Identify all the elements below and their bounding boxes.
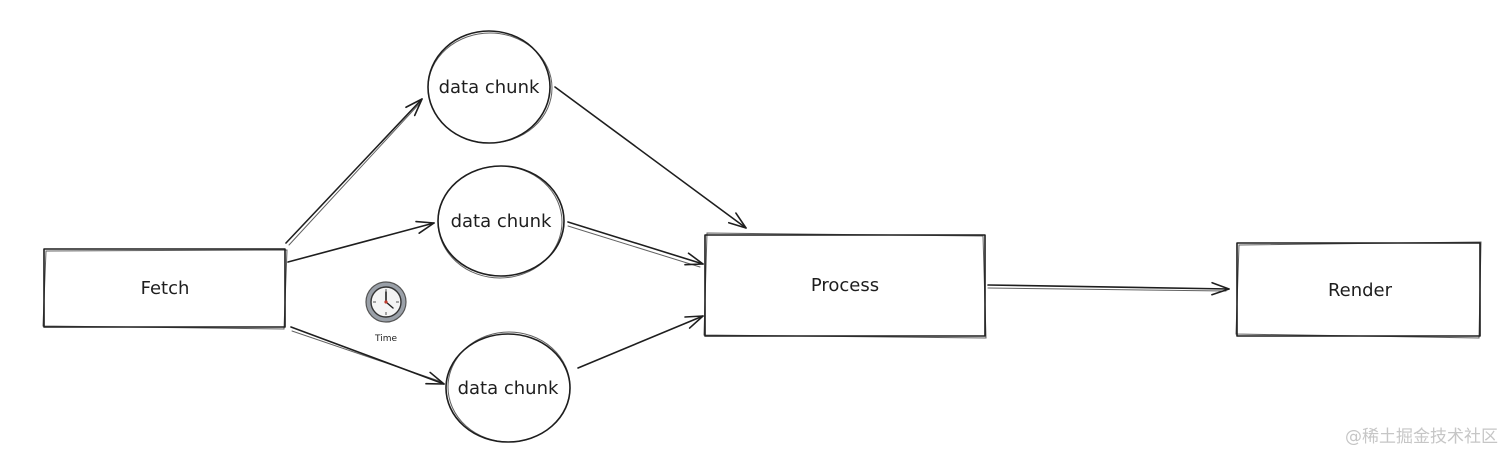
data-chunk-middle-node: data chunk: [437, 165, 565, 279]
process-node: Process: [703, 232, 987, 339]
arrow-fetch-to-chunk-middle: [287, 220, 435, 263]
clock-icon: [365, 281, 407, 323]
fetch-label: Fetch: [141, 278, 190, 299]
watermark: @稀土掘金技术社区: [1345, 427, 1498, 447]
arrow-chunk-bottom-to-process: [577, 315, 704, 369]
arrow-chunk-middle-to-process: [567, 221, 704, 268]
process-label: Process: [811, 275, 879, 296]
data-chunk-top-node: data chunk: [427, 30, 553, 144]
clock-label: Time: [374, 334, 397, 344]
fetch-node: Fetch: [42, 248, 288, 330]
data-chunk-top-label: data chunk: [439, 77, 540, 98]
render-node: Render: [1235, 241, 1482, 339]
render-label: Render: [1328, 280, 1393, 301]
arrow-process-to-render: [987, 281, 1230, 296]
data-chunk-bottom-node: data chunk: [445, 331, 571, 443]
data-chunk-middle-label: data chunk: [451, 211, 552, 232]
arrow-fetch-to-chunk-bottom: [290, 326, 445, 385]
arrow-chunk-top-to-process: [554, 86, 747, 229]
arrow-fetch-to-chunk-top: [285, 98, 423, 246]
data-chunk-bottom-label: data chunk: [458, 378, 559, 399]
